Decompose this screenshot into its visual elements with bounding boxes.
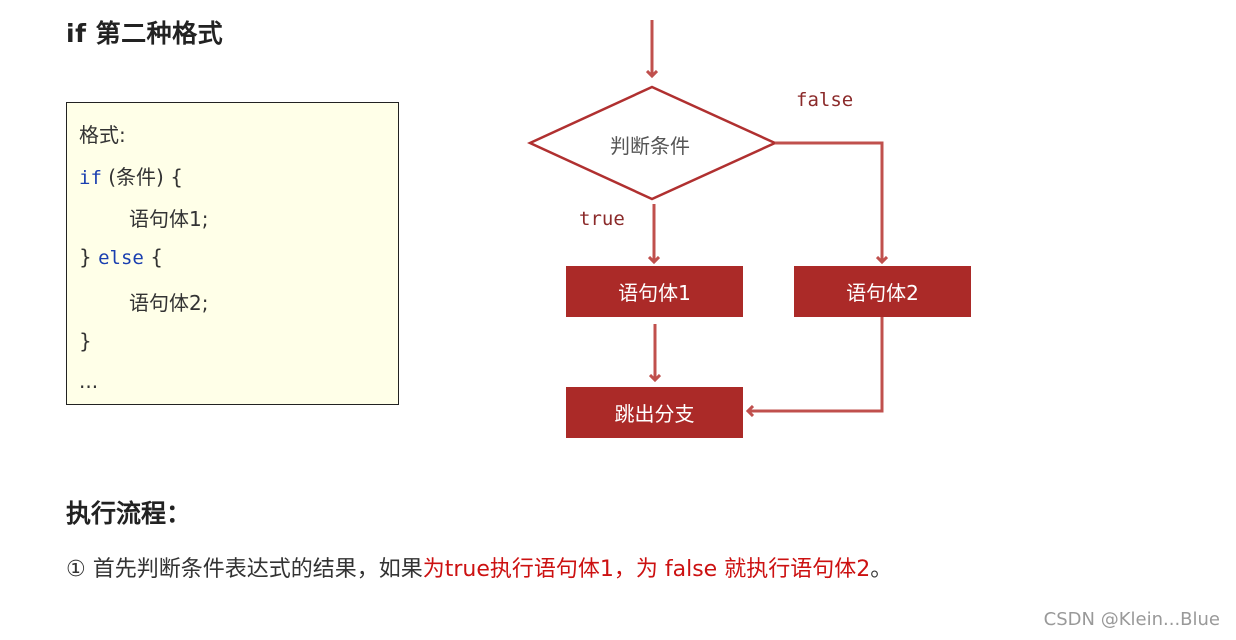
- true-label: true: [579, 208, 625, 230]
- code-label: 格式:: [79, 123, 126, 147]
- box2-exit-arrow: [748, 317, 884, 411]
- false-arrow: [775, 141, 882, 262]
- code-format-box: 格式: if (条件) { 语句体1; } else { 语句体2; } ...: [66, 102, 399, 405]
- decision-label: 判断条件: [610, 134, 690, 158]
- keyword-else: else: [98, 247, 144, 269]
- statement1-box: 语句体1: [566, 266, 743, 317]
- close-brace: }: [79, 245, 99, 269]
- code-ellipsis: ...: [79, 369, 99, 393]
- false-label: false: [796, 89, 854, 111]
- execution-title: 执行流程：: [66, 499, 192, 528]
- else-open: {: [143, 245, 163, 269]
- keyword-if: if: [79, 167, 102, 189]
- decision-diamond: [527, 85, 779, 201]
- page-title: if 第二种格式: [66, 19, 224, 48]
- if-condition: (条件) {: [101, 165, 183, 189]
- step-text: 首先判断条件表达式的结果，如果: [85, 557, 423, 582]
- code-else-line: } else {: [79, 245, 163, 269]
- code-stmt2: 语句体2;: [129, 291, 209, 315]
- exit-branch-box: 跳出分支: [566, 387, 743, 438]
- step-end: 。: [870, 557, 893, 582]
- watermark: CSDN @Klein...Blue: [1043, 609, 1220, 630]
- step-highlight: 为true执行语句体1，为 false 就执行语句体2: [422, 557, 871, 582]
- execution-step-1: ① 首先判断条件表达式的结果，如果为true执行语句体1，为 false 就执行…: [66, 551, 892, 583]
- statement2-box: 语句体2: [794, 266, 971, 317]
- code-stmt1: 语句体1;: [129, 207, 209, 231]
- code-if-line: if (条件) {: [79, 161, 183, 190]
- code-close: }: [79, 329, 92, 353]
- step-marker: ①: [66, 557, 86, 582]
